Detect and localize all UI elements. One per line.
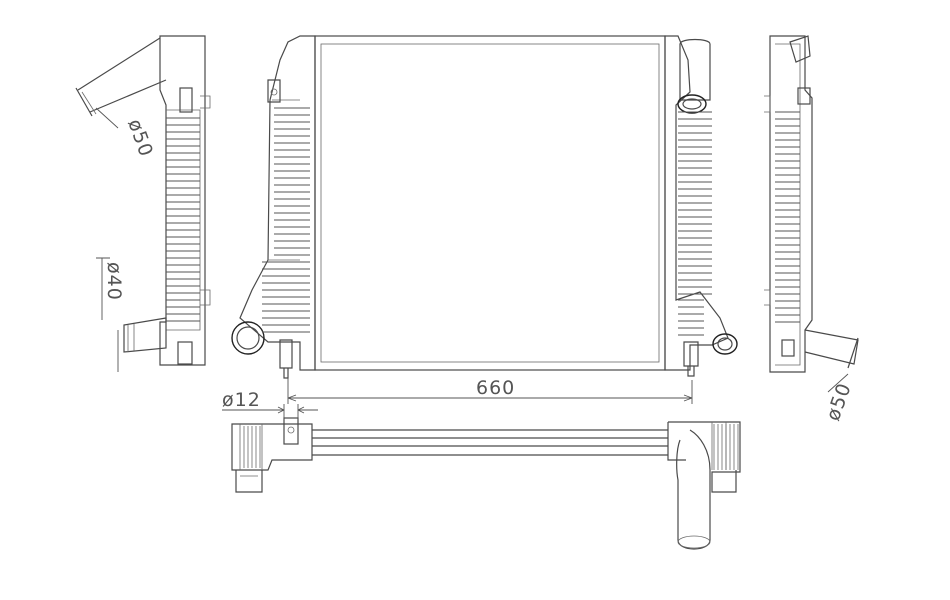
bottom-view-fins <box>243 424 739 470</box>
dim-label-width: 660 <box>476 377 515 399</box>
right-side-fins <box>775 111 800 323</box>
dim-label-left-top-diameter: ø50 <box>123 116 157 160</box>
dim-label-bolt-diameter: ø12 <box>222 389 261 411</box>
bottom-view <box>222 404 741 550</box>
right-side-view <box>764 35 859 393</box>
dim-label-left-bottom-diameter: ø40 <box>103 262 125 301</box>
dim-label-right-diameter: ø50 <box>822 380 856 424</box>
left-side-view <box>75 35 211 372</box>
left-side-fins <box>166 117 200 322</box>
front-view <box>231 35 738 404</box>
front-view-fins <box>262 107 712 336</box>
